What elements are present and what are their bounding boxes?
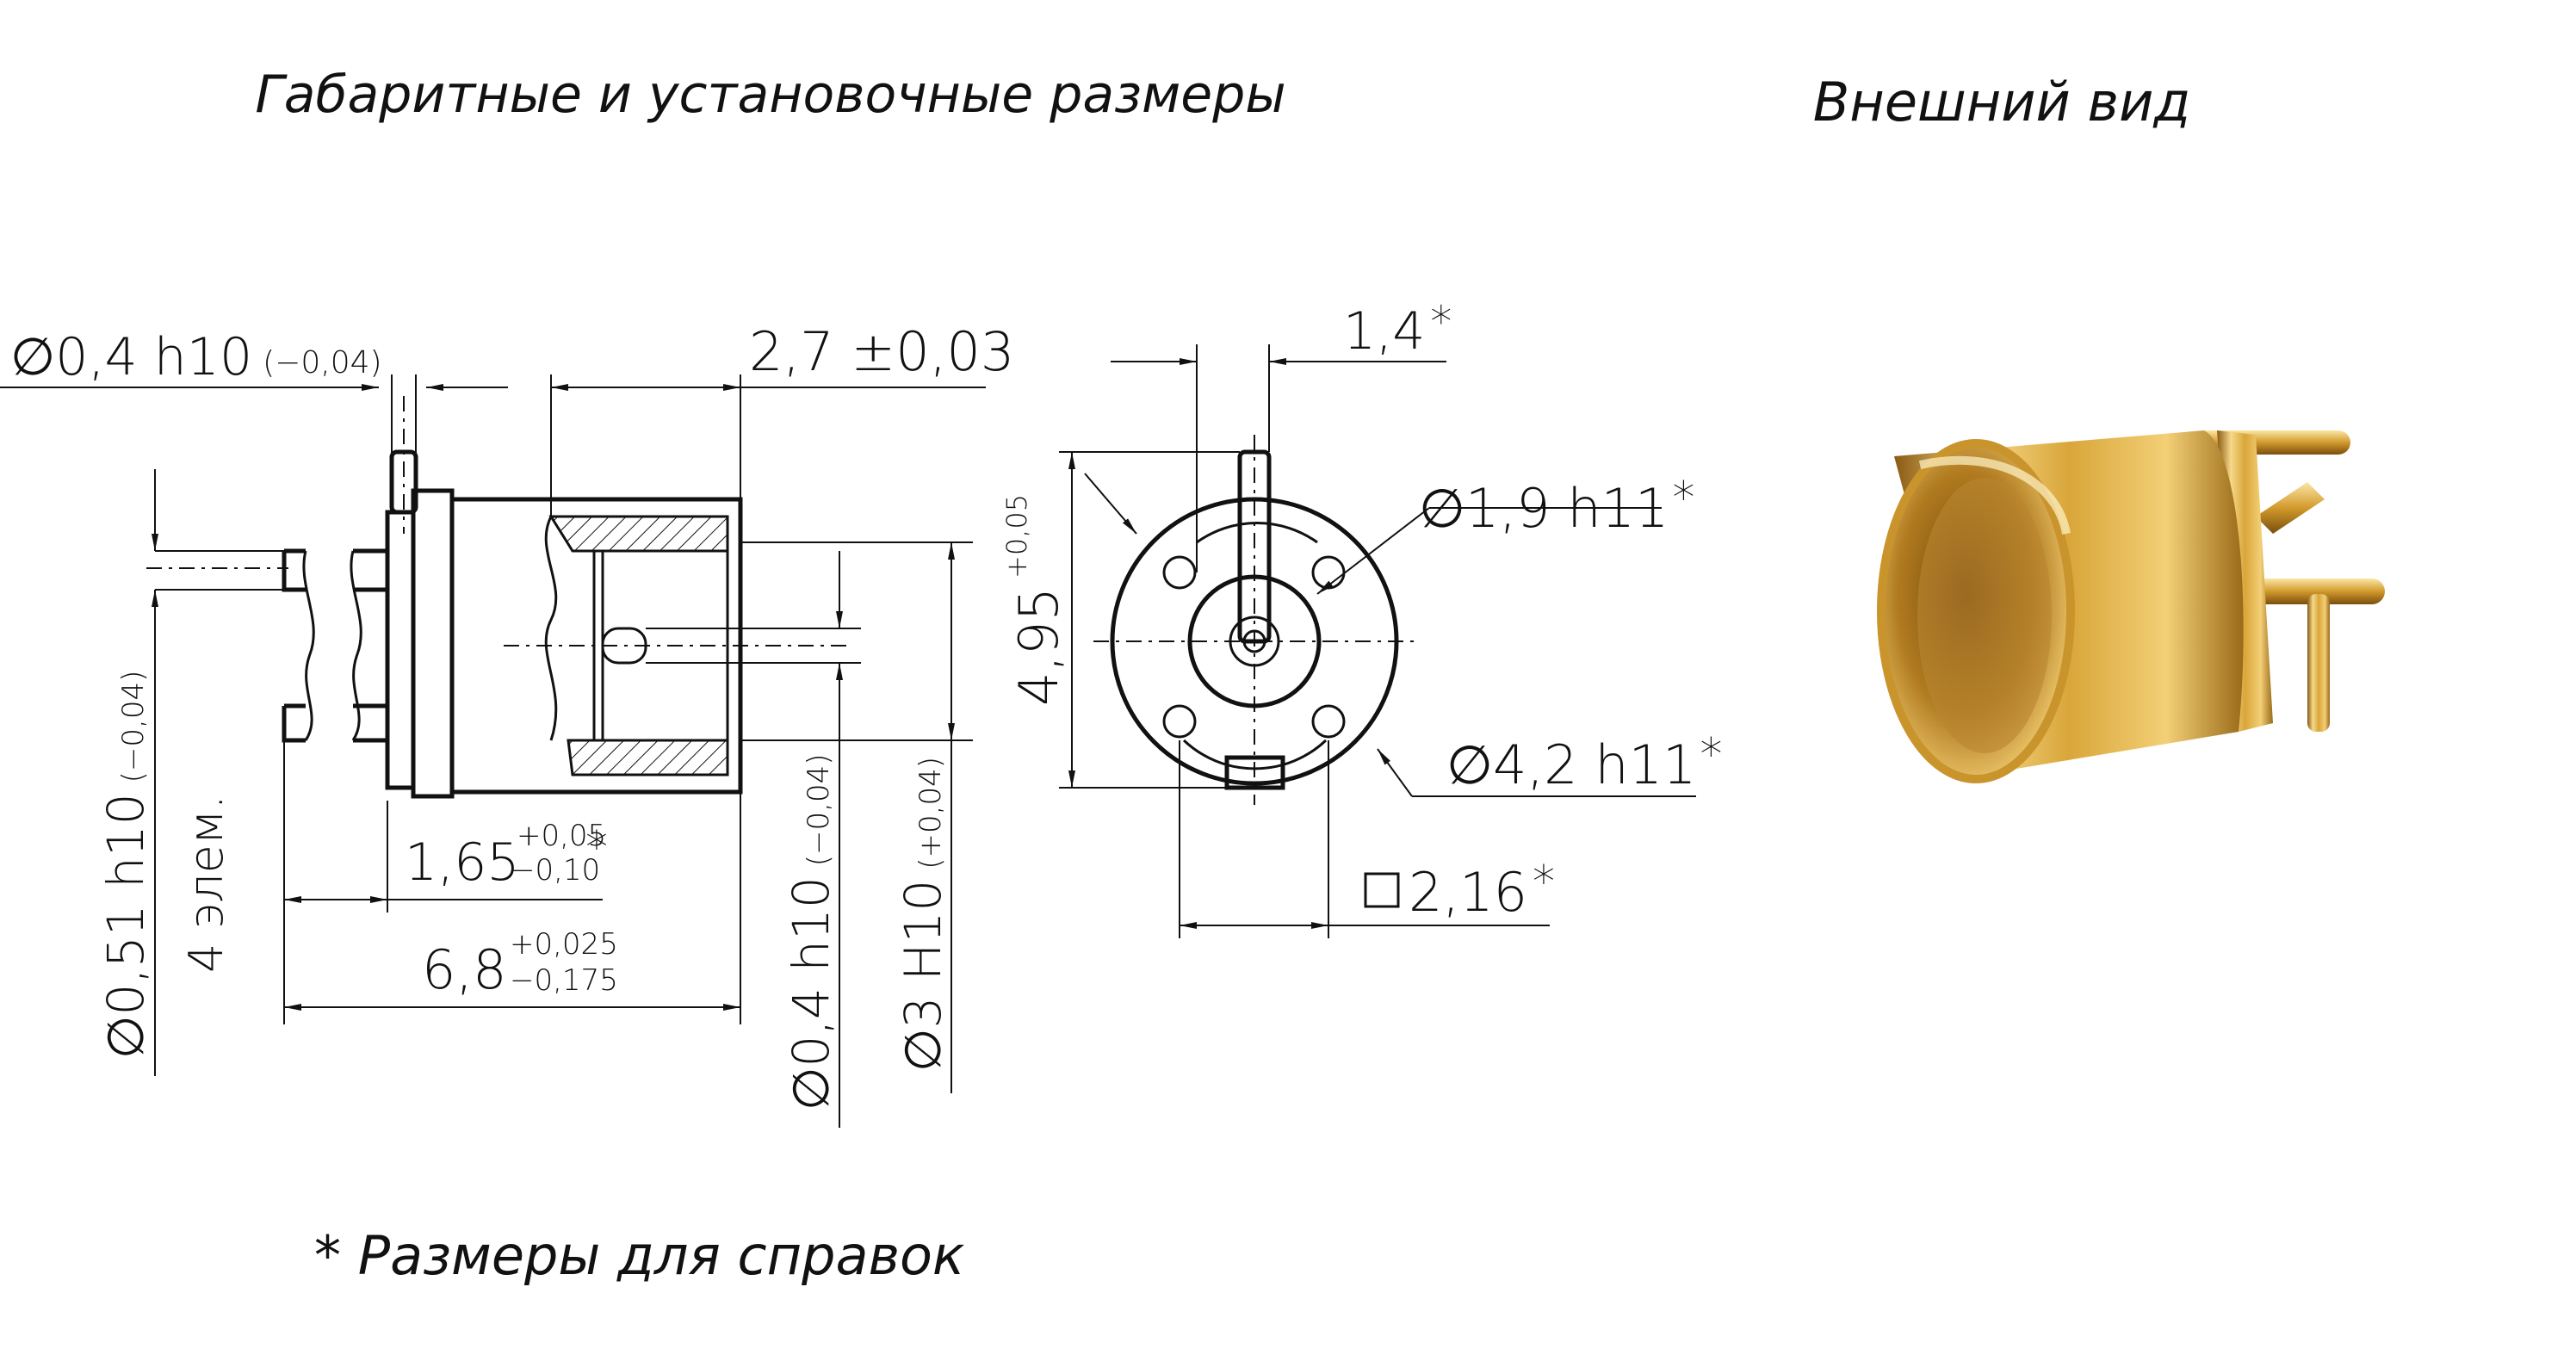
total-len-label: 6,8 +0,025 −0,175 — [422, 904, 635, 1001]
footnote: * Размеры для справок — [314, 1224, 965, 1287]
outer-dia-label: ∅4,2 h11* — [1446, 729, 1723, 796]
lead-count-label: 4 элем. — [179, 795, 233, 973]
lead-break-1 — [302, 550, 315, 741]
break-line-body — [544, 516, 558, 741]
drawing-title: Габаритные и установочные размеры — [255, 65, 1285, 125]
photo-pin-bent — [2256, 482, 2325, 534]
lead-break-2 — [350, 550, 362, 741]
body-len-label: 2,7 ±0,03 — [749, 320, 1014, 383]
mount-hole-br — [1311, 704, 1346, 739]
lead-upper-stub — [282, 548, 306, 592]
mount-hole-bl — [1162, 704, 1197, 739]
lead-lower-stub — [282, 703, 306, 743]
outer-dia-arrow-tl — [1084, 473, 1137, 535]
mount-hole-tr — [1311, 555, 1346, 590]
flange-step — [411, 488, 455, 799]
flange-plate — [385, 510, 416, 790]
square-label: 2,16* — [1409, 857, 1555, 924]
photo-highlight — [1918, 455, 2071, 535]
photo-inner-shadow — [1917, 478, 2052, 753]
height-label: 4,95+0,05 — [1000, 494, 1070, 706]
bore-dia-label: ∅1,9 h11* — [1419, 473, 1695, 540]
lead-bodies — [353, 548, 387, 743]
side-view — [0, 374, 986, 1128]
bore-dia-leader — [1316, 507, 1430, 595]
inner-pin-dia-label: ∅0,4 h10(−0,04) — [782, 754, 840, 1111]
hatched-section — [548, 515, 729, 776]
photo-title: Внешний вид — [1813, 71, 2190, 133]
connector-photo — [1877, 430, 2385, 783]
housing-dia-label: ∅3 H10(+0,04) — [894, 757, 952, 1072]
lead-dia-label: ∅0,51 h10(−0,04) — [96, 671, 155, 1059]
photo-pin-vertical — [2307, 594, 2330, 732]
outer-dia-leader — [1377, 748, 1413, 797]
flange-len-label: 1,65 +0,05 −0,10 * — [405, 798, 622, 893]
square-symbol-icon — [1364, 872, 1400, 908]
mount-hole-tl — [1162, 555, 1197, 590]
side-len-label: 1,4* — [1343, 297, 1452, 362]
pin-dia-label: ∅0,4 h10(−0,04) — [10, 327, 382, 387]
front-view — [1059, 344, 1696, 938]
